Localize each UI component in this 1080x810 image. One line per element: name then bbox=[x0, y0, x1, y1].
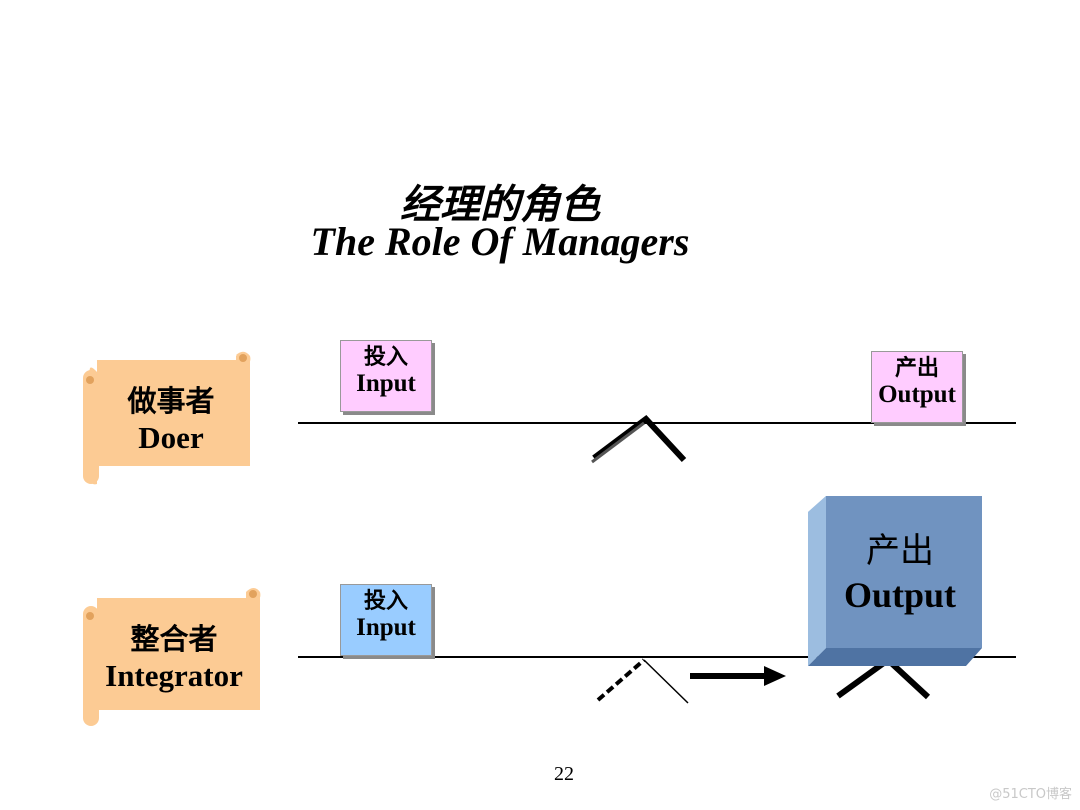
role-integrator: 整合者 Integrator bbox=[98, 622, 250, 694]
scroll-integrator-shape bbox=[83, 588, 261, 726]
doer-output-en: Output bbox=[878, 381, 956, 409]
integrator-dashed-chevron-icon bbox=[596, 658, 689, 704]
page-number: 22 bbox=[554, 763, 574, 785]
doer-input-cn: 投入 bbox=[363, 345, 408, 370]
role-integrator-cn: 整合者 bbox=[130, 622, 218, 656]
title-chinese: 经理的角色 bbox=[400, 182, 600, 228]
doer-output-cn: 产出 bbox=[894, 356, 939, 381]
integrator-output-cn: 产出 bbox=[866, 531, 934, 571]
role-integrator-en: Integrator bbox=[105, 657, 243, 693]
doer-input-en: Input bbox=[356, 370, 416, 398]
integrator-output-label: 产出 Output bbox=[818, 530, 982, 618]
integrator-output-en: Output bbox=[843, 574, 957, 615]
right-arrow-icon bbox=[690, 666, 786, 686]
role-doer: 做事者 Doer bbox=[100, 384, 242, 456]
integrator-input-en: Input bbox=[356, 614, 416, 642]
scroll-doer-shape bbox=[83, 351, 251, 485]
watermark: @51CTO博客 bbox=[989, 787, 1072, 802]
doer-chevron-icon bbox=[591, 414, 687, 464]
doer-output-tag: 产出 Output bbox=[871, 351, 963, 423]
output-box-3d bbox=[808, 496, 982, 666]
role-doer-en: Doer bbox=[138, 419, 204, 455]
integrator-input-cn: 投入 bbox=[363, 589, 408, 614]
role-doer-cn: 做事者 bbox=[127, 384, 215, 418]
title-english: The Role Of Managers bbox=[310, 219, 690, 264]
doer-input-tag: 投入 Input bbox=[340, 340, 432, 412]
integrator-input-tag: 投入 Input bbox=[340, 584, 432, 656]
